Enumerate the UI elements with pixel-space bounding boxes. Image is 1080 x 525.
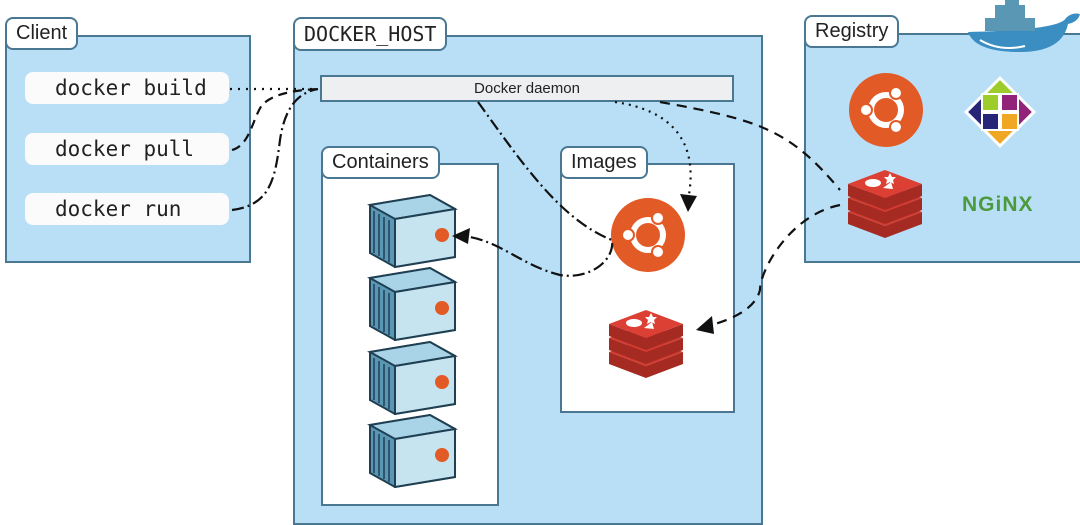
centos-icon-inner xyxy=(981,93,1019,131)
docker-run-command[interactable]: docker run xyxy=(25,193,229,225)
image-redis-icon[interactable] xyxy=(609,310,683,378)
nginx-logo: NGiNX xyxy=(962,193,1034,216)
docker-host-title: DOCKER_HOST xyxy=(293,17,448,51)
registry-panel xyxy=(804,33,1080,263)
registry-title: Registry xyxy=(804,15,900,48)
container-icon[interactable] xyxy=(369,414,456,488)
client-title: Client xyxy=(5,17,79,50)
arrow-heads xyxy=(452,194,714,334)
containers-title: Containers xyxy=(321,146,440,179)
container-icon[interactable] xyxy=(369,341,456,415)
container-icon[interactable] xyxy=(369,194,456,268)
registry-ubuntu-icon xyxy=(849,73,923,147)
docker-build-command[interactable]: docker build xyxy=(25,72,229,104)
container-icon[interactable] xyxy=(369,267,456,341)
flow-arrows xyxy=(230,87,841,328)
registry-redis-icon xyxy=(848,170,922,238)
docker-pull-command[interactable]: docker pull xyxy=(25,133,229,165)
image-ubuntu-icon[interactable] xyxy=(611,198,685,272)
docker-whale-icon xyxy=(968,0,1080,52)
docker-daemon[interactable]: Docker daemon xyxy=(320,75,734,102)
images-title: Images xyxy=(560,146,648,179)
